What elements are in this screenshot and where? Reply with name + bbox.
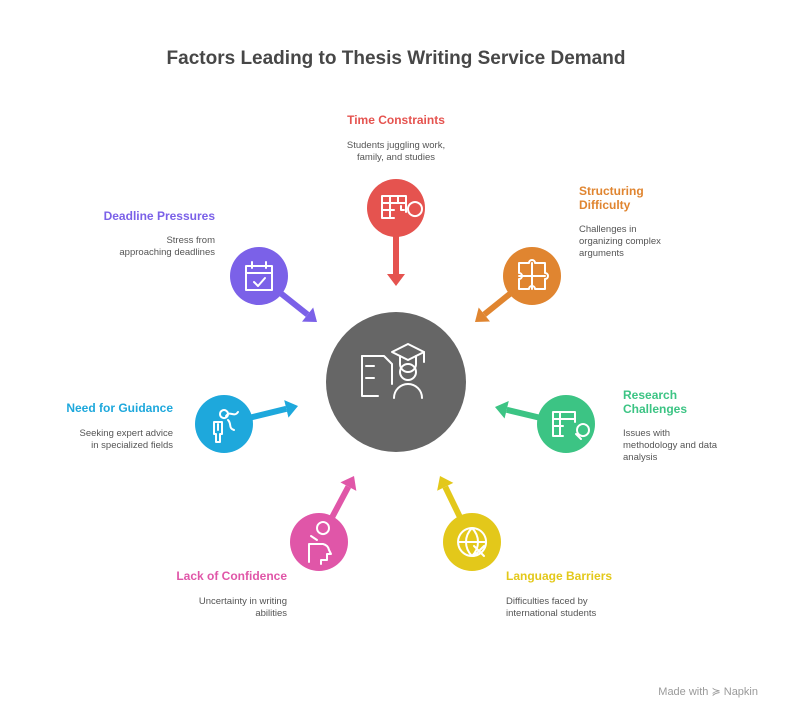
factor-title-language: Language Barriers bbox=[506, 569, 613, 583]
document-graduate-icon bbox=[361, 343, 425, 399]
calendar-clock-icon bbox=[381, 195, 423, 219]
mentor-icon bbox=[213, 409, 239, 443]
head-search-icon bbox=[308, 521, 332, 565]
factor-desc-time: Students juggling work,family, and studi… bbox=[346, 140, 446, 163]
arrowhead-structuring bbox=[475, 307, 490, 322]
arrowhead-language bbox=[437, 476, 454, 491]
arrowhead-research bbox=[495, 401, 509, 419]
diagram-title: Factors Leading to Thesis Writing Servic… bbox=[166, 48, 626, 69]
arrowhead-deadline bbox=[302, 307, 317, 322]
arrowhead-confidence bbox=[340, 476, 357, 491]
center-circle bbox=[326, 312, 466, 452]
factor-title-guidance: Need for Guidance bbox=[66, 401, 173, 415]
factor-circle-confidence bbox=[290, 513, 348, 571]
factor-circle-time bbox=[367, 179, 425, 237]
factor-circle-guidance bbox=[195, 395, 253, 453]
napkin-watermark: Made with ≽ Napkin bbox=[658, 686, 758, 698]
arrowhead-time bbox=[387, 274, 405, 286]
globe-translate-icon bbox=[457, 527, 488, 557]
calendar-check-icon bbox=[245, 261, 273, 291]
puzzle-icon bbox=[518, 259, 549, 290]
factor-title-time: Time Constraints bbox=[347, 113, 445, 127]
arrowhead-guidance bbox=[284, 400, 298, 418]
factor-title-confidence: Lack of Confidence bbox=[176, 569, 287, 583]
factor-circle-deadline bbox=[230, 247, 288, 305]
table-search-icon bbox=[552, 411, 590, 440]
factor-title-deadline: Deadline Pressures bbox=[103, 209, 215, 223]
